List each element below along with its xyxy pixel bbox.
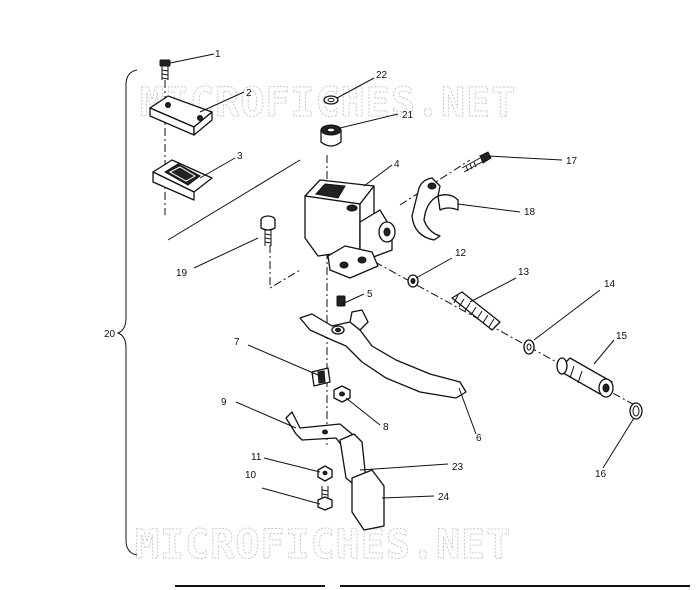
watermark-bottom: MICROFICHES.NET <box>135 522 511 568</box>
callout-1: 1 <box>215 49 221 60</box>
nut-part-11 <box>317 465 333 482</box>
callout-16: 16 <box>595 469 607 480</box>
washer-part-22 <box>323 95 339 105</box>
callout-13: 13 <box>518 267 530 278</box>
callout-7: 7 <box>234 337 240 348</box>
diaphragm-part-3 <box>152 159 213 201</box>
bushing-part-21 <box>320 124 342 147</box>
callout-11: 11 <box>251 452 262 463</box>
bushing-part-7 <box>311 367 331 387</box>
spring-part-13 <box>451 291 501 331</box>
callout-14: 14 <box>604 279 616 290</box>
callout-21: 21 <box>402 110 414 121</box>
master-cylinder-part-4 <box>304 179 396 279</box>
bolt-part-19 <box>260 215 276 246</box>
bolt-part-17 <box>461 151 492 173</box>
switch-plate-part-24 <box>351 469 385 531</box>
callout-20: 20 <box>104 329 116 340</box>
centerline-bolt17 <box>399 159 471 206</box>
callout-2: 2 <box>246 88 252 99</box>
callout-24: 24 <box>438 492 450 503</box>
reservoir-cover-part-2 <box>149 95 213 136</box>
callout-3: 3 <box>237 151 243 162</box>
assembly-guide-line <box>167 159 301 241</box>
callout-6: 6 <box>476 433 482 444</box>
circlip-part-16 <box>629 402 643 420</box>
brake-lever-part-6 <box>299 309 467 399</box>
piston-part-15 <box>556 357 614 398</box>
callout-18: 18 <box>524 207 536 218</box>
callout-23: 23 <box>452 462 464 473</box>
callout-12: 12 <box>455 248 467 259</box>
callout-19: 19 <box>176 268 188 279</box>
callout-4: 4 <box>394 159 400 170</box>
screw-part-1 <box>159 59 171 80</box>
assembly-brace <box>116 69 138 556</box>
clamp-part-18 <box>411 177 459 241</box>
washer-part-12 <box>407 274 419 288</box>
callout-22: 22 <box>376 70 388 81</box>
callout-8: 8 <box>383 422 389 433</box>
centerline-bolt19 <box>269 245 301 289</box>
callout-10: 10 <box>245 470 257 481</box>
leader-lines <box>169 53 635 505</box>
callout-9: 9 <box>221 397 227 408</box>
screw-part-10 <box>317 486 333 511</box>
washer-part-14 <box>523 339 535 355</box>
pin-part-5 <box>336 295 346 307</box>
callout-5: 5 <box>367 289 373 300</box>
callout-17: 17 <box>566 156 578 167</box>
callout-15: 15 <box>616 331 628 342</box>
